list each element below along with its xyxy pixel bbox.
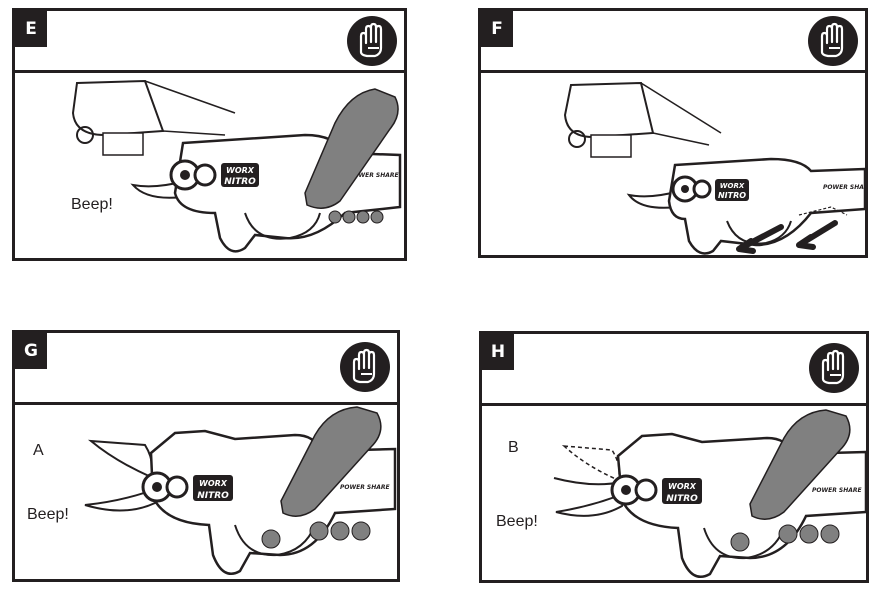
trigger [244,212,321,240]
step-letter: F [481,11,513,47]
led-indicator [309,521,329,541]
brand-bottom: NITRO [666,494,698,504]
led-indicator [356,210,370,224]
brand-badge [221,163,259,187]
step-letter: H [482,334,514,370]
brand-badge [715,179,749,201]
brand-top: WORX [668,482,697,491]
glove-icon [347,16,397,66]
illustration-area: WORX NITRO POWER SHARE A Beep! [15,405,397,579]
led-indicator [330,521,350,541]
arrow-down-left-icon [736,224,784,254]
brand-top: WORX [226,166,255,175]
beep-label: Beep! [71,196,113,213]
panel-header: H [482,334,866,406]
step-letter: E [15,11,47,47]
position-label: A [33,442,44,459]
trigger [234,524,316,557]
zoom-inset [563,81,655,139]
led-indicator [370,210,384,224]
brand-badge [662,478,702,504]
brand-top: WORX [720,182,745,190]
panel-g: G WORX NITRO POWER SHARE A [12,330,400,582]
glove-icon [809,343,859,393]
blade-previous-outline [561,445,620,482]
led-indicator [261,529,281,549]
power-share-label: POWER SHARE [823,184,865,191]
led-indicator [820,524,840,544]
panel-header: F [481,11,865,73]
panel-h: H WORX NITRO POWER SHARE B [479,331,869,583]
finger [304,88,399,209]
pruner-illustration: WORX NITRO POWER SHARE A Beep! [27,406,397,575]
trigger-motion-outline [798,206,848,216]
brand-bottom: NITRO [718,191,746,200]
panel-header: E [15,11,404,73]
step-letter: G [15,333,47,369]
illustration-area: WORX NITRO POWER SHARE B Beep! [482,406,866,580]
brand-badge [193,475,233,501]
illustration-area: WORX NITRO POWER SHARE Beep! [15,73,404,258]
led-indicator [351,521,371,541]
pruner-illustration: WORX NITRO POWER SHARE [563,81,865,255]
led-indicator [328,210,342,224]
brand-bottom: NITRO [224,177,256,187]
pruner-body [667,157,865,255]
led-indicator [799,524,819,544]
power-share-label: POWER SHARE [812,487,863,494]
power-share-label: POWER SHARE [340,484,391,491]
glove-icon [808,16,858,66]
pruner-illustration: WORX NITRO POWER SHARE B Beep! [496,409,866,578]
blade-upper [553,477,623,486]
pruner-illustration: WORX NITRO POWER SHARE Beep! [71,79,402,253]
beep-label: Beep! [496,513,538,530]
trigger [703,527,785,560]
illustration-area: WORX NITRO POWER SHARE [481,73,865,255]
finger [749,409,851,520]
led-indicator [778,524,798,544]
beep-label: Beep! [27,506,69,523]
blade-upper [87,439,154,479]
led-indicator [730,532,750,552]
trigger [726,220,792,245]
led-indicator [342,210,356,224]
panel-e: E WORX NITRO P [12,8,407,261]
arrow-down-left-icon [796,220,838,250]
finger [280,406,382,517]
glove-icon [340,342,390,392]
position-label: B [508,439,519,456]
panel-header: G [15,333,397,405]
brand-bottom: NITRO [197,491,229,501]
brand-top: WORX [199,479,228,488]
power-share-label: POWER SHARE [349,172,400,179]
panel-f: F WORX NITRO POWER SHARE [478,8,868,258]
